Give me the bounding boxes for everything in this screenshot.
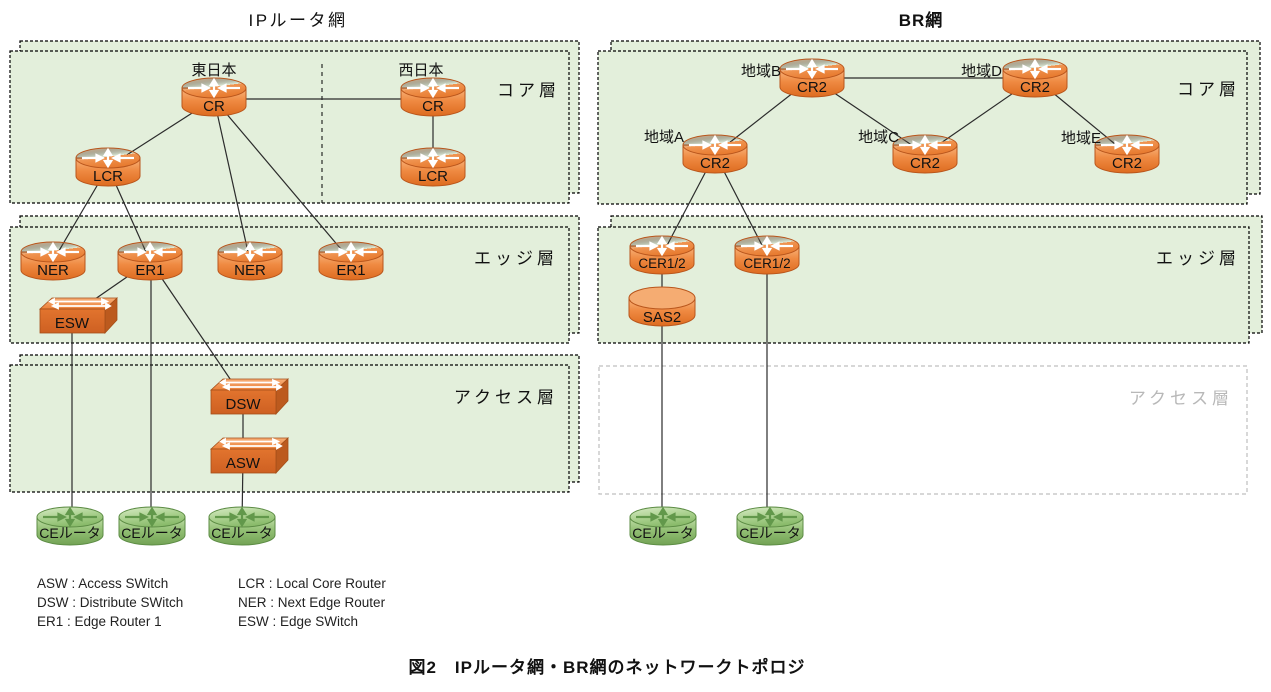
legend-asw: ASW : Access SWitch	[37, 576, 168, 591]
region-label-a: 地域A	[644, 129, 684, 146]
node-cr2-e: CR2	[1093, 133, 1161, 175]
figure-caption: 図2 IPルータ網・BR網のネットワークトポロジ	[408, 657, 805, 677]
node-label: CR2	[1020, 79, 1050, 96]
br-edge-layer-box	[597, 215, 1263, 344]
node-label: CR2	[700, 155, 730, 172]
legend-lcr: LCR : Local Core Router	[238, 576, 386, 591]
node-label: ESW	[55, 315, 90, 332]
node-label: DSW	[226, 396, 262, 413]
node-label: ER1	[135, 262, 164, 279]
node-label: SAS2	[643, 309, 681, 326]
ip-access-layer-label: アクセス層	[454, 388, 558, 407]
node-cr-east: CR	[180, 76, 248, 118]
node-label: CR2	[1112, 155, 1142, 172]
legend-esw: ESW : Edge SWitch	[238, 614, 358, 629]
node-label: NER	[234, 262, 266, 279]
node-cer-2: CER1/2	[733, 234, 801, 276]
node-label: CR2	[797, 79, 827, 96]
node-label: CEルータ	[739, 525, 800, 541]
br-access-layer-label: アクセス層	[1129, 389, 1233, 408]
legend-ner: NER : Next Edge Router	[238, 595, 386, 610]
legend-dsw: DSW : Distribute SWitch	[37, 595, 183, 610]
node-label: CR2	[910, 155, 940, 172]
node-ce-router-1: CEルータ	[35, 505, 105, 547]
region-label-b: 地域B	[741, 63, 781, 80]
node-ner-2: NER	[216, 240, 284, 282]
node-er1-1: ER1	[116, 240, 184, 282]
node-label: CEルータ	[632, 525, 693, 541]
node-ner-1: NER	[19, 240, 87, 282]
node-cr2-b: CR2	[778, 57, 846, 99]
node-esw: ESW	[39, 297, 118, 334]
br-access-layer-box-inactive	[598, 365, 1248, 495]
region-label-e: 地域E	[1061, 130, 1101, 147]
br-core-layer-label: コア層	[1177, 80, 1240, 99]
node-br-ce-router-1: CEルータ	[628, 505, 698, 547]
node-label: LCR	[418, 168, 448, 185]
node-label: CR	[422, 98, 444, 115]
region-label-c: 地域C	[858, 129, 899, 146]
node-asw: ASW	[210, 437, 289, 474]
br-edge-layer-label: エッジ層	[1156, 249, 1240, 268]
legend: ASW : Access SWitch DSW : Distribute SWi…	[37, 576, 386, 629]
region-label-west-japan: 西日本	[398, 62, 443, 79]
ip-network-title: IPルータ網	[248, 11, 347, 30]
node-sas2: SAS2	[628, 286, 696, 327]
node-ce-router-2: CEルータ	[117, 505, 187, 547]
node-ce-router-3: CEルータ	[207, 505, 277, 547]
region-label-d: 地域D	[961, 63, 1002, 80]
node-cr-west: CR	[399, 76, 467, 118]
ip-core-layer-label: コア層	[497, 81, 560, 100]
node-cr2-c: CR2	[891, 133, 959, 175]
node-label: CEルータ	[121, 525, 182, 541]
node-label: CEルータ	[211, 525, 272, 541]
node-label: CER1/2	[743, 256, 790, 271]
ip-edge-layer-label: エッジ層	[474, 249, 558, 268]
node-label: NER	[37, 262, 69, 279]
ip-core-layer-box	[9, 40, 580, 204]
node-label: CR	[203, 98, 225, 115]
node-label: CEルータ	[39, 525, 100, 541]
br-core-layer-box	[597, 40, 1261, 205]
node-cr2-d: CR2	[1001, 57, 1069, 99]
node-label: CER1/2	[638, 256, 685, 271]
ip-access-layer-box	[9, 354, 580, 493]
node-br-ce-router-2: CEルータ	[735, 505, 805, 547]
node-cr2-a: CR2	[681, 133, 749, 175]
node-label: ER1	[336, 262, 365, 279]
node-lcr-west: LCR	[399, 146, 467, 188]
br-network-title: BR網	[899, 10, 944, 30]
region-label-east-japan: 東日本	[191, 62, 236, 79]
node-er1-2: ER1	[317, 240, 385, 282]
node-label: ASW	[226, 455, 261, 472]
legend-er1: ER1 : Edge Router 1	[37, 614, 162, 629]
node-lcr-east: LCR	[74, 146, 142, 188]
node-dsw: DSW	[210, 378, 289, 415]
node-cer-1: CER1/2	[628, 234, 696, 276]
node-label: LCR	[93, 168, 123, 185]
